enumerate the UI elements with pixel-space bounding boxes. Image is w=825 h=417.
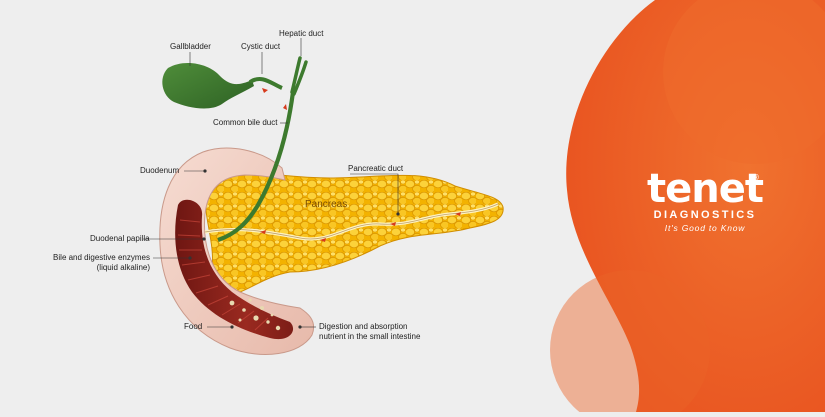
cystic-duct [248, 77, 283, 90]
label-digestion: Digestion and absorption nutrient in the… [319, 322, 421, 341]
label-bile-enzymes: Bile and digestive enzymes (liquid alkal… [53, 253, 150, 272]
bile-flow-arrows [262, 88, 287, 110]
leader-lines [143, 38, 399, 328]
label-food: Food [184, 322, 203, 331]
duodenum-lumen [175, 199, 294, 340]
label-gallbladder: Gallbladder [170, 42, 211, 51]
food-particles [229, 298, 281, 331]
brand-panel-highlight [663, 0, 825, 164]
duct-flow-arrows [260, 212, 461, 242]
pancreas [204, 172, 504, 295]
duodenum [159, 147, 314, 355]
leader-dots [188, 169, 400, 329]
brand-logo: tenet ® DIAGNOSTICS It's Good to Know [630, 169, 780, 235]
label-hepatic-duct: Hepatic duct [279, 29, 324, 38]
brand-tagline: It's Good to Know [664, 223, 746, 233]
brand-subtitle: DIAGNOSTICS [653, 209, 757, 221]
brand-registered: ® [753, 173, 759, 182]
hepatic-duct [290, 56, 308, 96]
label-duodenum: Duodenum [140, 166, 180, 175]
label-pancreatic-duct: Pancreatic duct [348, 164, 404, 173]
label-common-bile-duct: Common bile duct [213, 118, 278, 127]
brand-panel-highlight-2 [550, 270, 710, 417]
common-bile-duct [217, 91, 296, 242]
brand-name: tenet [647, 166, 764, 212]
label-pancreas: Pancreas [305, 199, 348, 210]
label-duodenal-papilla: Duodenal papilla [90, 234, 150, 243]
label-cystic-duct: Cystic duct [241, 42, 281, 51]
gallbladder [162, 62, 254, 109]
